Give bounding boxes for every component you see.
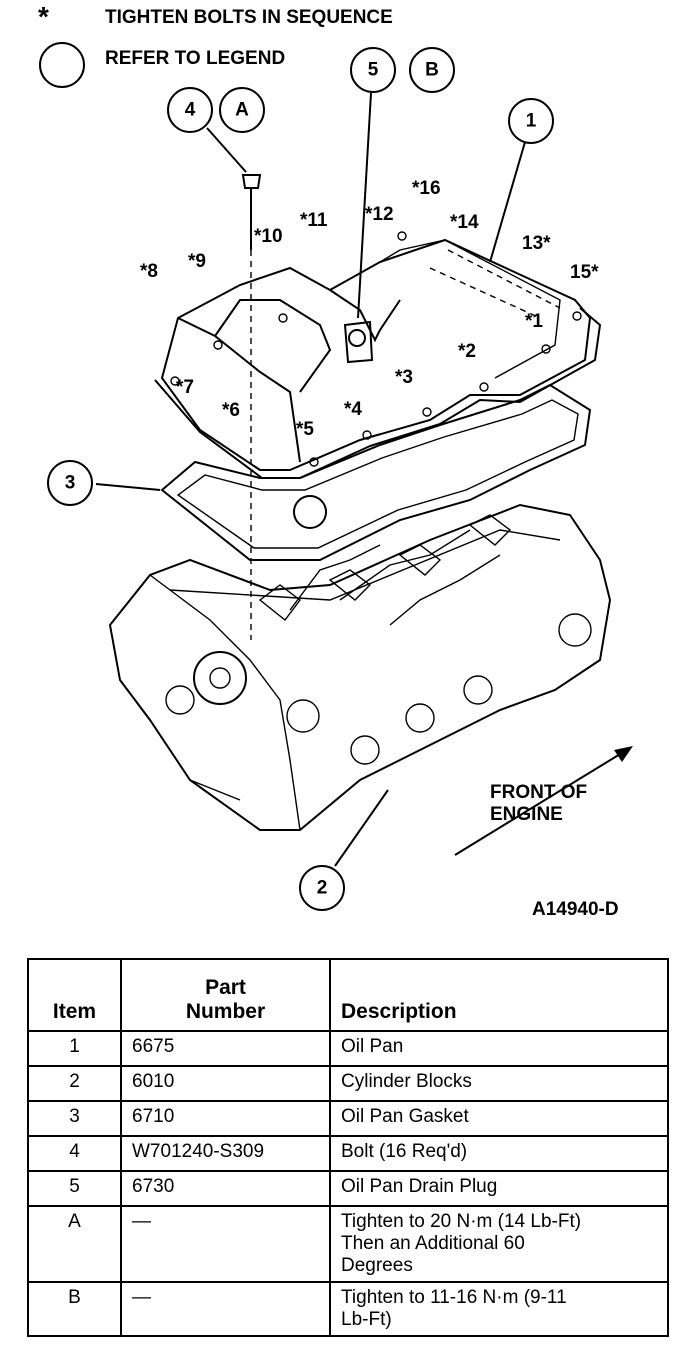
- header-description: Description: [329, 958, 669, 1032]
- table-row: 1 6675 Oil Pan: [27, 1030, 669, 1067]
- parts-legend-table: Item Part Number Description 1 6675 Oil …: [27, 958, 669, 1337]
- svg-text:2: 2: [317, 878, 328, 899]
- oil-pan-gasket-drawing: [160, 383, 592, 561]
- cell-description: Cylinder Blocks: [329, 1065, 669, 1102]
- bolt-seq-10: *10: [254, 226, 283, 247]
- bolt-seq-2: *2: [458, 341, 476, 362]
- callout-item1: 1: [508, 98, 554, 144]
- legend-circle-text: REFER TO LEGEND: [105, 48, 285, 69]
- header-item: Item: [27, 958, 122, 1032]
- leader-item1: [489, 141, 526, 263]
- callout-item4: 4: [167, 87, 213, 133]
- svg-text:4: 4: [185, 100, 196, 121]
- cell-item: B: [27, 1281, 122, 1337]
- callout-note-b: B: [409, 47, 455, 93]
- drain-plug-icon: [348, 329, 366, 347]
- bolt-seq-13: 13*: [522, 233, 551, 254]
- cell-item: 3: [27, 1100, 122, 1137]
- cell-item: 4: [27, 1135, 122, 1172]
- leader-item3: [95, 483, 161, 491]
- callout-item2: 2: [299, 865, 345, 911]
- oil-pan-exploded-diagram: * TIGHTEN BOLTS IN SEQUENCE REFER TO LEG…: [38, 1, 633, 920]
- svg-text:1: 1: [526, 111, 537, 132]
- leader-item4: [206, 127, 247, 173]
- leader-item2: [334, 789, 389, 867]
- bolt-seq-11: *11: [300, 210, 328, 231]
- cell-description: Bolt (16 Req'd): [329, 1135, 669, 1172]
- bolt-seq-6: *6: [222, 400, 240, 421]
- table-row: A — Tighten to 20 N·m (14 Lb-Ft) Then an…: [27, 1205, 669, 1283]
- bolt-sequence-labels: *8 *9 *10 *11 *12 *16 *14 13* 15* *1 *2 …: [140, 178, 599, 440]
- bolt-seq-14: *14: [450, 212, 479, 233]
- cell-description: Tighten to 20 N·m (14 Lb-Ft) Then an Add…: [329, 1205, 669, 1283]
- cylinder-block-drawing: [108, 495, 612, 831]
- bolt-seq-16: *16: [412, 178, 441, 199]
- oil-pan-drawing: [154, 231, 602, 479]
- cell-description: Oil Pan Gasket: [329, 1100, 669, 1137]
- bolt-seq-5: *5: [296, 419, 314, 440]
- callout-item3: 3: [47, 460, 93, 506]
- table-row: 2 6010 Cylinder Blocks: [27, 1065, 669, 1102]
- bolt-seq-12: *12: [365, 204, 394, 225]
- legend-asterisk-text: TIGHTEN BOLTS IN SEQUENCE: [105, 7, 393, 28]
- cell-description: Oil Pan Drain Plug: [329, 1170, 669, 1207]
- cell-part-number: 6730: [120, 1170, 331, 1207]
- cell-item: 5: [27, 1170, 122, 1207]
- svg-text:B: B: [425, 60, 439, 81]
- header-part-number-line1: Part: [205, 976, 246, 999]
- legend-circle-icon: [39, 42, 85, 88]
- cell-part-number: 6010: [120, 1065, 331, 1102]
- bolt-seq-15: 15*: [570, 262, 599, 283]
- front-of-engine-line1: FRONT OF: [490, 782, 587, 803]
- legend-asterisk-symbol: *: [38, 1, 49, 32]
- bolt-seq-4: *4: [344, 399, 362, 420]
- table-row: B — Tighten to 11-16 N·m (9-11 Lb-Ft): [27, 1281, 669, 1337]
- front-of-engine-line2: ENGINE: [490, 804, 563, 825]
- cell-part-number: 6710: [120, 1100, 331, 1137]
- figure-id: A14940-D: [532, 899, 619, 920]
- cell-part-number: W701240-S309: [120, 1135, 331, 1172]
- bolt-drawing: [241, 174, 262, 640]
- bolt-seq-9: *9: [188, 251, 206, 272]
- header-part-number: Part Number: [120, 958, 331, 1032]
- bolt-seq-3: *3: [395, 367, 413, 388]
- leader-item5: [357, 92, 372, 319]
- cell-item: 1: [27, 1030, 122, 1067]
- table-row: 5 6730 Oil Pan Drain Plug: [27, 1170, 669, 1207]
- cell-item: 2: [27, 1065, 122, 1102]
- bolt-seq-7: *7: [176, 377, 194, 398]
- bolt-seq-1: *1: [525, 311, 543, 332]
- callout-item5: 5: [350, 47, 396, 93]
- header-part-number-line2: Number: [185, 1000, 266, 1023]
- cell-part-number: 6675: [120, 1030, 331, 1067]
- callout-note-a: A: [219, 87, 265, 133]
- cell-part-number: —: [120, 1205, 331, 1283]
- table-row: 4 W701240-S309 Bolt (16 Req'd): [27, 1135, 669, 1172]
- svg-text:3: 3: [65, 473, 76, 494]
- svg-text:5: 5: [368, 60, 379, 81]
- front-arrow-icon: [454, 747, 631, 856]
- table-row: 3 6710 Oil Pan Gasket: [27, 1100, 669, 1137]
- bolt-seq-8: *8: [140, 261, 158, 282]
- table-header-row: Item Part Number Description: [27, 958, 669, 1032]
- svg-text:A: A: [235, 100, 249, 121]
- cell-description: Oil Pan: [329, 1030, 669, 1067]
- cell-description: Tighten to 11-16 N·m (9-11 Lb-Ft): [329, 1281, 669, 1337]
- cell-item: A: [27, 1205, 122, 1283]
- cell-part-number: —: [120, 1281, 331, 1337]
